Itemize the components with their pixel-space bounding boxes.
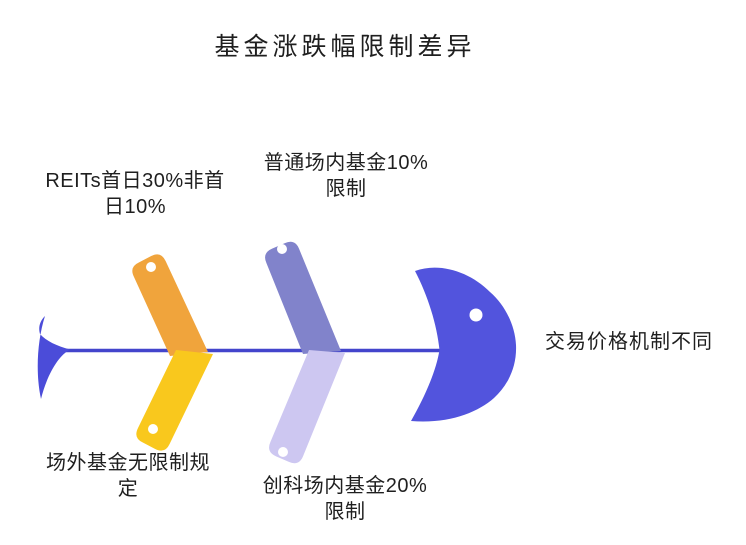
bone-bottom-1-dot: [148, 424, 158, 434]
bone-label-top-1: REITs首日30%非首日10%: [45, 170, 225, 218]
fish-tail-shape: [37, 316, 70, 399]
bone-bottom-2-dot: [278, 447, 288, 457]
bone-bottom-2-shape: [269, 350, 345, 464]
bone-top-2-dot: [277, 244, 287, 254]
bone-label-bottom-1: 场外基金无限制规定: [46, 452, 210, 500]
head-label: 交易价格机制不同: [545, 331, 713, 353]
bone-bottom-1-shape: [136, 350, 213, 451]
fish-head-shape: [411, 267, 517, 422]
bone-top-1-dot: [146, 262, 156, 272]
bone-top-2-shape: [265, 241, 341, 354]
fish-eye-dot: [469, 308, 483, 322]
bone-label-bottom-2: 创科场内基金20%限制: [262, 475, 428, 523]
bone-top-1-shape: [132, 254, 208, 356]
page-title: 基金涨跌幅限制差异: [214, 33, 476, 61]
bone-label-top-2: 普通场内基金10%限制: [263, 152, 429, 200]
